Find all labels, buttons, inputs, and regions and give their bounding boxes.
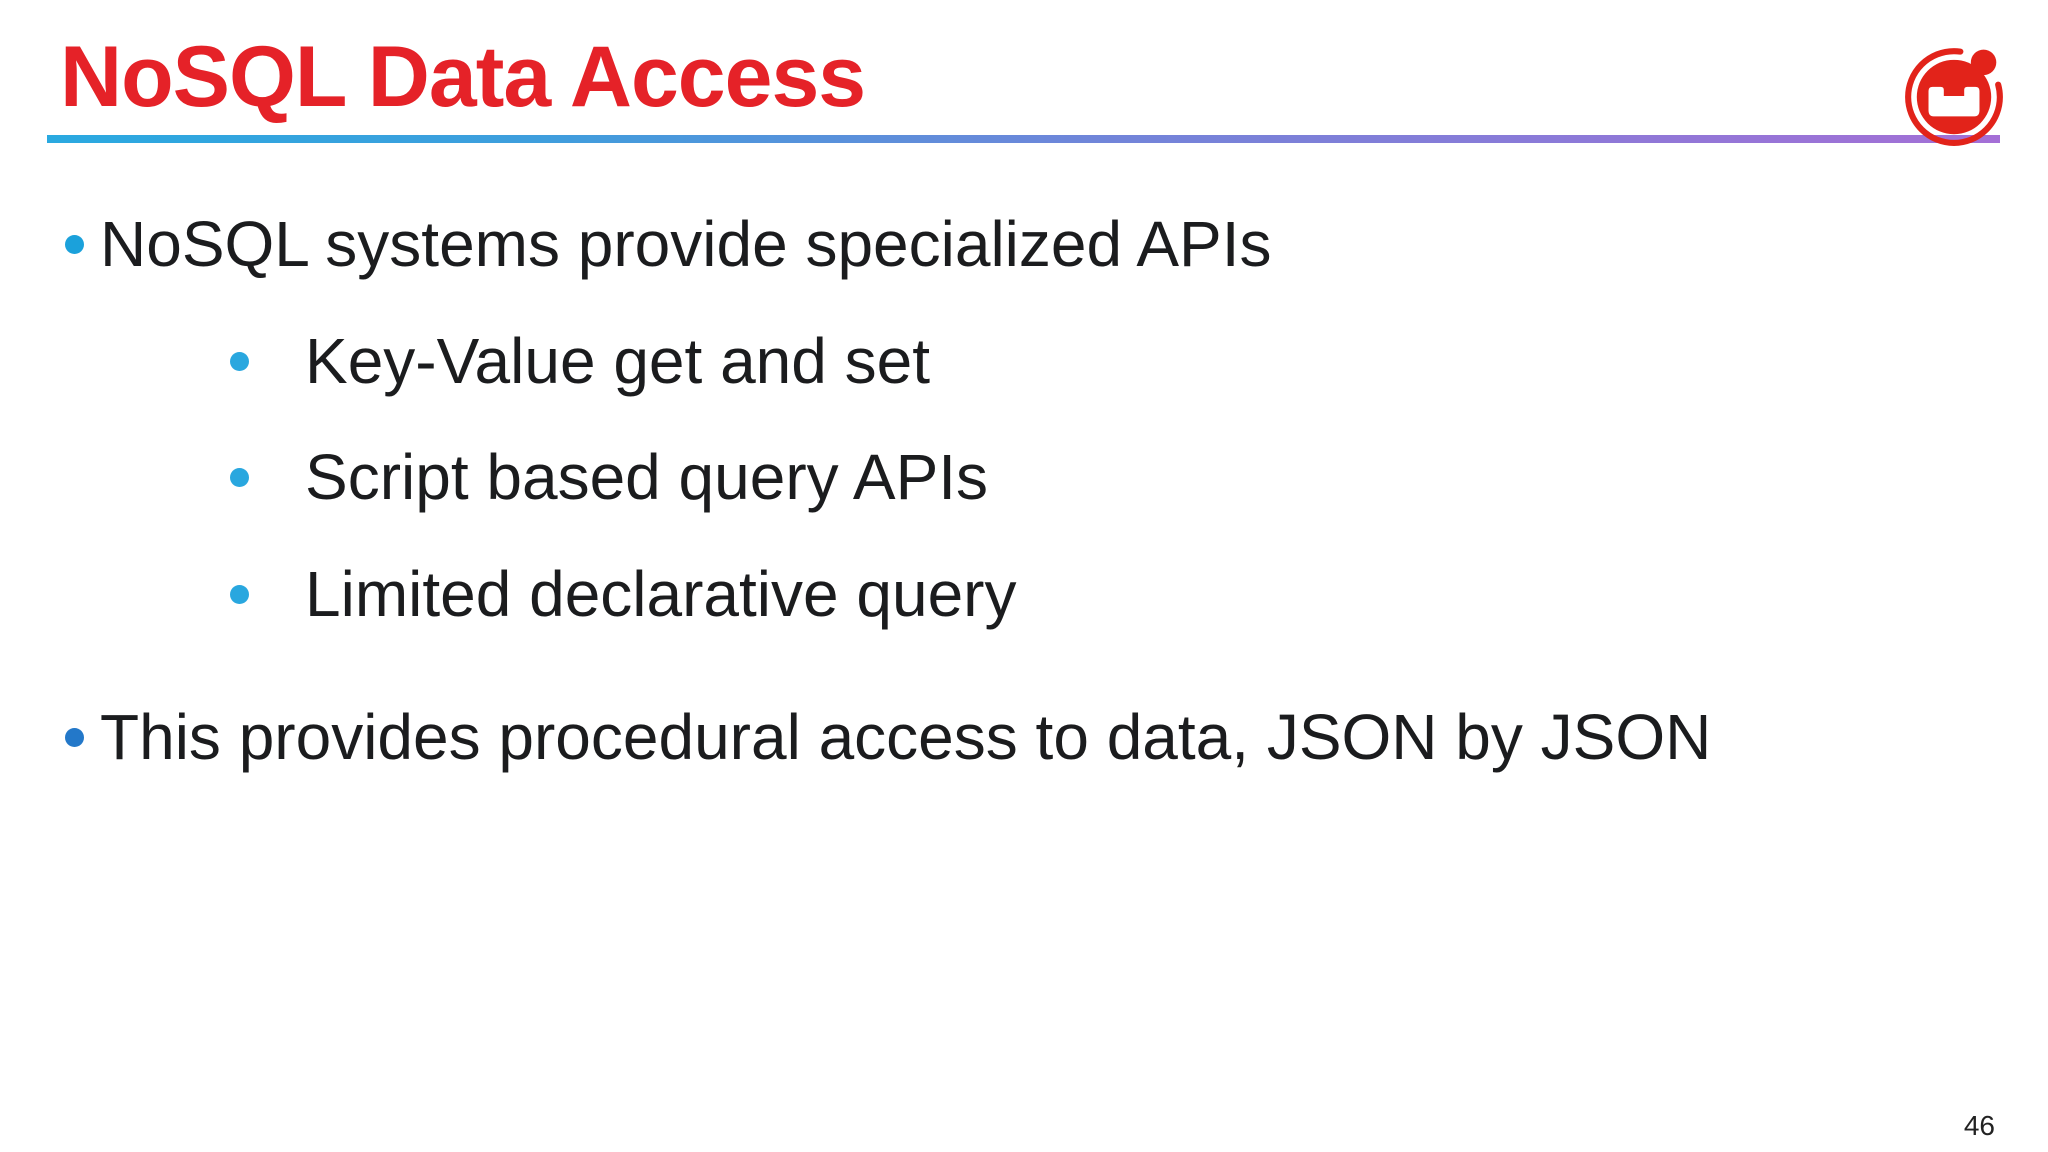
bullet-dot-icon <box>65 234 84 254</box>
sub-bullet-item: Key-Value get and set <box>0 311 2048 411</box>
bullet-text: Script based query APIs <box>305 441 989 513</box>
bullet-dot-icon <box>230 584 249 604</box>
page-number: 46 <box>1963 1110 1995 1141</box>
bullet-text: Key-Value get and set <box>305 325 930 397</box>
bullet-dot-icon <box>65 727 84 747</box>
sub-bullet-item: Script based query APIs <box>0 427 2048 527</box>
couchbase-logo-icon <box>1905 48 2003 146</box>
couch-glyph <box>1928 86 1980 117</box>
title-divider-rule <box>47 135 2000 143</box>
bullet-text: NoSQL systems provide specialized APIs <box>100 208 1272 280</box>
bullet-item: This provides procedural access to data,… <box>0 687 2048 787</box>
bullet-item: NoSQL systems provide specialized APIs <box>0 194 2048 294</box>
bullet-text: This provides procedural access to data,… <box>100 701 1712 773</box>
slide-title: NoSQL Data Access <box>60 28 866 125</box>
bullet-dot-icon <box>230 351 249 371</box>
bullet-text: Limited declarative query <box>305 558 1017 630</box>
bullet-dot-icon <box>230 467 249 487</box>
sub-bullet-item: Limited declarative query <box>0 544 2048 644</box>
